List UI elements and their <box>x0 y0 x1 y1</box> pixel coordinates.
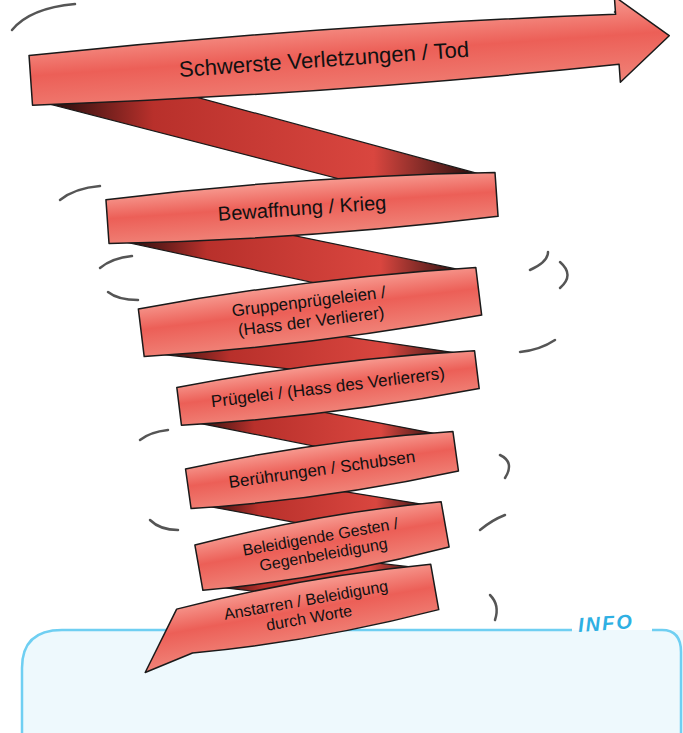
band-outline <box>176 346 480 430</box>
band-outline <box>138 262 483 361</box>
band-outline <box>134 559 440 672</box>
band-outline <box>28 0 672 123</box>
band-outline <box>185 426 459 513</box>
info-box-border <box>22 630 681 733</box>
spiral-band: Gruppenprügeleien / (Hass der Verlierer) <box>138 262 483 361</box>
spiral-band: Bewaffnung / Krieg <box>106 167 499 248</box>
info-tag: INFO <box>577 610 634 637</box>
spiral-band: Schwerste Verletzungen / Tod <box>29 6 672 110</box>
band-outline <box>106 167 499 248</box>
info-box-fill <box>22 630 683 733</box>
spiral-band: Berührungen / Schubsen <box>185 426 459 513</box>
spiral-band: Prügelei / (Hass des Verlierers) <box>176 346 480 430</box>
